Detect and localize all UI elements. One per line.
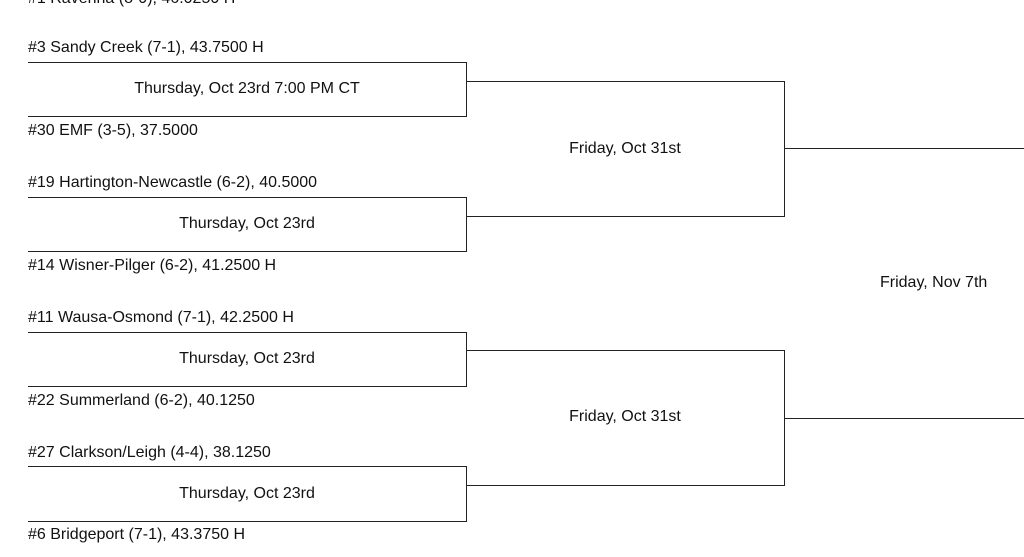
match-date: Thursday, Oct 23rd	[179, 215, 315, 232]
team-label: #30 EMF (3-5), 37.5000	[28, 122, 198, 139]
match-date: Thursday, Oct 23rd	[179, 485, 315, 502]
team-label: #11 Wausa-Osmond (7-1), 42.2500 H	[28, 309, 294, 326]
match-date: Thursday, Oct 23rd 7:00 PM CT	[134, 80, 360, 97]
match-date: Friday, Nov 7th	[880, 274, 988, 291]
match-date: Thursday, Oct 23rd	[179, 350, 315, 367]
team-label: #19 Hartington-Newcastle (6-2), 40.5000	[28, 174, 318, 191]
match-date: Friday, Oct 31st	[569, 408, 681, 425]
team-label: #27 Clarkson/Leigh (4-4), 38.1250	[28, 444, 271, 461]
team-label: #3 Sandy Creek (7-1), 43.7500 H	[28, 39, 264, 56]
team-label: #22 Summerland (6-2), 40.1250	[28, 392, 255, 409]
team-label: #14 Wisner-Pilger (6-2), 41.2500 H	[28, 257, 277, 274]
team-label: #6 Bridgeport (7-1), 43.3750 H	[28, 526, 246, 543]
team-label: #1 Ravenna (8-0), 46.0250 H	[28, 0, 235, 8]
match-date: Friday, Oct 31st	[569, 140, 681, 157]
